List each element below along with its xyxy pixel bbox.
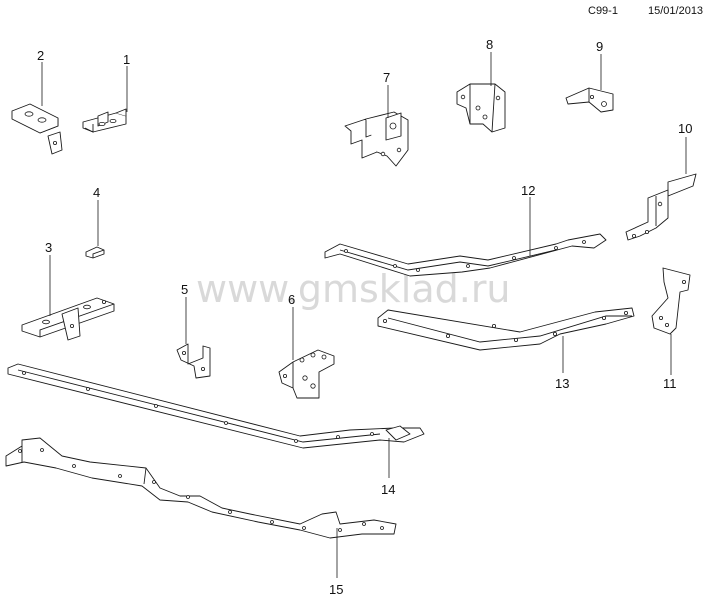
- part-2[interactable]: [11, 103, 63, 155]
- part-12[interactable]: [324, 233, 607, 277]
- diagram-date: 15/01/2013: [648, 5, 703, 17]
- callout-4: 4: [93, 185, 100, 200]
- part-8[interactable]: [456, 83, 506, 133]
- callout-9: 9: [596, 39, 603, 54]
- watermark: www.gmsklad.ru: [196, 267, 511, 311]
- part-15[interactable]: [5, 437, 397, 539]
- callout-14: 14: [381, 482, 395, 497]
- part-9[interactable]: [565, 87, 614, 113]
- part-14[interactable]: [7, 363, 425, 449]
- callout-15: 15: [329, 582, 343, 597]
- callout-10: 10: [678, 121, 692, 136]
- part-4[interactable]: [85, 246, 105, 259]
- callout-8: 8: [486, 37, 493, 52]
- callout-2: 2: [37, 48, 44, 63]
- part-11[interactable]: [651, 267, 691, 335]
- part-13[interactable]: [377, 307, 635, 351]
- callout-11: 11: [663, 376, 677, 391]
- callout-7: 7: [383, 70, 390, 85]
- part-5[interactable]: [176, 343, 211, 379]
- callout-1: 1: [123, 52, 130, 67]
- part-7[interactable]: [344, 111, 409, 167]
- part-1[interactable]: [82, 108, 127, 133]
- diagram-code: C99-1: [588, 5, 618, 17]
- callout-13: 13: [555, 376, 569, 391]
- callout-3: 3: [45, 240, 52, 255]
- part-10[interactable]: [625, 173, 697, 241]
- callout-5: 5: [181, 282, 188, 297]
- part-3[interactable]: [21, 297, 115, 341]
- part-6[interactable]: [278, 349, 335, 399]
- callout-6: 6: [288, 292, 295, 307]
- callout-12: 12: [521, 183, 535, 198]
